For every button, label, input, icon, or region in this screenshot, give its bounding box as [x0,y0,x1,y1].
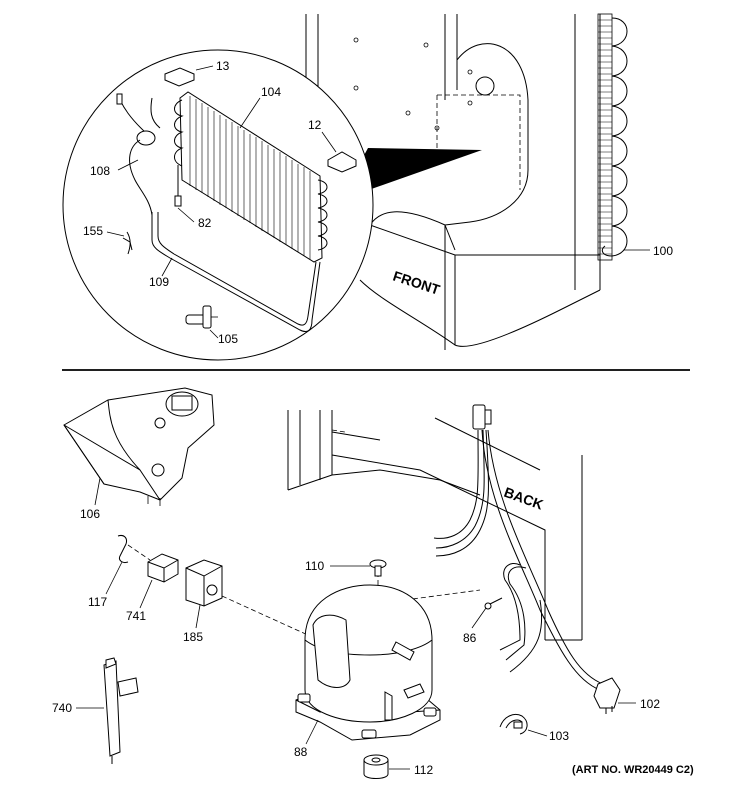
label-88: 88 [294,745,308,759]
mount-line-overload [221,595,311,637]
clip-117 [117,535,129,563]
screw-110 [369,559,387,577]
start-device-cover-106 [63,387,215,506]
label-106: 106 [80,507,100,521]
label-103: 103 [549,729,569,743]
leader-lines-top [106,65,650,339]
label-740: 740 [52,701,72,715]
leader-lines-bottom [76,477,636,770]
condenser-coil [597,13,628,261]
evaporator [174,91,328,263]
compressor-tubes [384,641,425,721]
evaporator-detail-circle [62,49,374,361]
compressor-88 [295,584,441,741]
machine-compartment-drawing [287,410,583,641]
mount-line-86 [404,589,481,601]
label-86: 86 [463,631,477,645]
screw-105 [185,305,218,329]
screw-86 [484,597,503,610]
label-741: 741 [126,609,146,623]
label-112: 112 [414,763,433,777]
label-13: 13 [216,59,230,73]
clip-13 [164,67,195,87]
label-109: 109 [149,275,169,289]
relay-741 [147,553,179,583]
label-100: 100 [653,244,673,258]
label-102: 102 [640,697,660,711]
label-117: 117 [88,595,107,609]
drier-740 [103,657,139,764]
overload-185 [185,559,223,607]
label-185: 185 [183,630,203,644]
label-110: 110 [305,559,324,573]
clamp-103 [499,713,528,735]
label-104: 104 [261,85,281,99]
back-annotation: BACK [502,484,545,513]
label-105: 105 [218,332,238,346]
label-82: 82 [198,216,212,230]
front-annotation: FRONT [391,268,442,298]
mount-line-relay [127,544,151,561]
grommet-112 [363,754,389,779]
label-155: 155 [83,224,103,238]
label-12: 12 [308,118,322,132]
clip-12 [327,151,357,173]
label-108: 108 [90,164,110,178]
power-plug [593,677,621,714]
art-number: (ART NO. WR20449 C2) [572,764,694,776]
wiring-harness [433,404,621,714]
